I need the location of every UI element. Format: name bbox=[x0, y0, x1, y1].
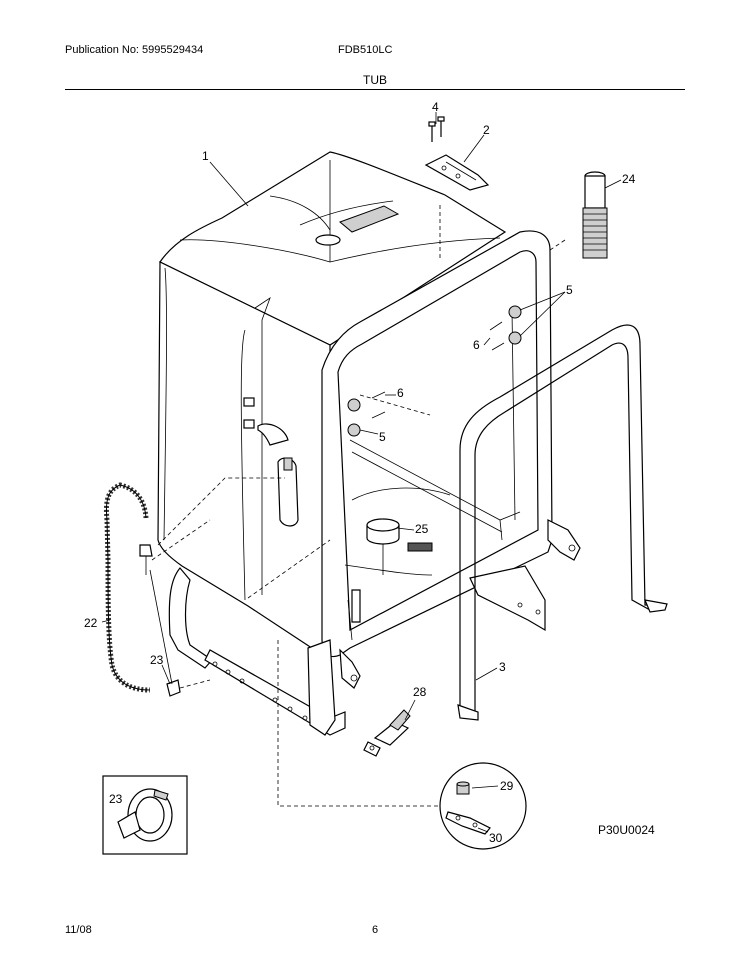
tub-base-frame bbox=[168, 567, 346, 736]
part-5-bumpers bbox=[347, 305, 522, 437]
callout-1: 1 bbox=[202, 149, 209, 163]
leader-lines bbox=[151, 205, 566, 807]
callout-6a: 6 bbox=[473, 338, 480, 352]
part-2-bracket bbox=[424, 154, 490, 191]
callout-25: 25 bbox=[415, 522, 429, 536]
part-4-screws bbox=[428, 116, 445, 142]
part-22-gasket bbox=[103, 482, 153, 693]
callout-5a: 5 bbox=[566, 283, 573, 297]
callout-6b: 6 bbox=[397, 386, 404, 400]
inset-part-23 bbox=[102, 775, 188, 855]
callout-3: 3 bbox=[499, 660, 506, 674]
callout-leaders bbox=[101, 112, 622, 833]
part-3-door-gasket bbox=[457, 324, 668, 721]
callout-2: 2 bbox=[483, 123, 490, 137]
callout-23b: 23 bbox=[109, 792, 123, 806]
callout-24: 24 bbox=[622, 172, 636, 186]
part-28-switch bbox=[363, 709, 411, 757]
callout-5b: 5 bbox=[379, 430, 386, 444]
inset-part-29-30 bbox=[439, 762, 527, 850]
callout-4: 4 bbox=[432, 100, 439, 114]
tub-body bbox=[157, 151, 507, 662]
footer-date: 11/08 bbox=[65, 924, 92, 936]
callout-22: 22 bbox=[84, 616, 98, 630]
callout-30: 30 bbox=[489, 831, 503, 845]
part-25-float bbox=[351, 518, 433, 623]
diagram-code: P30U0024 bbox=[598, 823, 655, 837]
section-title: TUB bbox=[363, 73, 387, 87]
callout-29: 29 bbox=[500, 779, 514, 793]
callout-28: 28 bbox=[413, 685, 427, 699]
model-number: FDB510LC bbox=[338, 44, 393, 56]
part-23-clamp bbox=[149, 569, 181, 697]
header-divider bbox=[65, 89, 685, 90]
publication-number: Publication No: 5995529434 bbox=[65, 44, 204, 56]
callout-23a: 23 bbox=[150, 653, 164, 667]
part-24-tube bbox=[582, 171, 608, 259]
page-number: 6 bbox=[372, 924, 379, 936]
